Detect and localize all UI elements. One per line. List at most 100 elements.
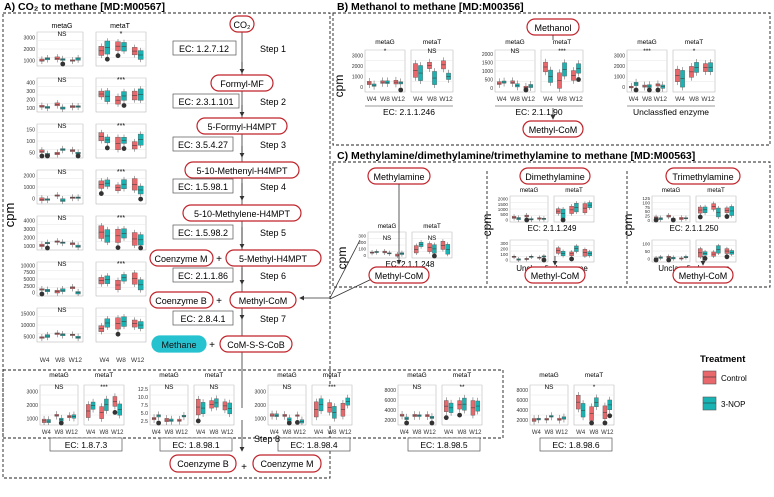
a-bottom4-sig-metag: NS xyxy=(544,384,554,391)
c1-1-tick: 0 xyxy=(505,257,508,262)
a-bottom4-tick: 4000 xyxy=(516,408,528,414)
a-bottom3-header-metat: metaT xyxy=(453,372,471,379)
a-bottom1-tick: 7.5 xyxy=(141,403,148,409)
panel-c-frame xyxy=(332,161,771,288)
a-bottom1-metag-xtick: W4 xyxy=(152,430,162,436)
a-bottom1-sig-metag: NS xyxy=(164,384,174,391)
a-bottom3-tick: 2000 xyxy=(384,418,396,424)
ec-1.2.7.12: EC: 1.2.7.12 xyxy=(179,44,229,54)
ec-1.5.98.2: EC: 1.5.98.2 xyxy=(178,228,228,238)
legend-title: Treatment xyxy=(700,354,746,365)
c0-0-sig-metag: NS xyxy=(383,235,392,242)
c2-0-metag-outlier xyxy=(670,217,676,223)
a-bottom3-metag-xtick: W8 xyxy=(413,430,423,436)
b1-ec: EC: 2.1.1.90 xyxy=(515,107,563,117)
c1-1-tick: 100 xyxy=(500,252,508,257)
a-row2-tick: 150 xyxy=(26,128,35,134)
a-row0-tick: 3000 xyxy=(23,36,35,42)
b1-tick: 500 xyxy=(485,77,494,83)
a-bottom0-metat-xtick: W12 xyxy=(111,430,124,436)
a-row3-tick: 2000 xyxy=(23,174,35,180)
b0-tick: 0 xyxy=(360,85,363,91)
b1-sig-metag: NS xyxy=(510,48,520,55)
step-7: Step 7 xyxy=(260,314,286,324)
a-bottom2-tick: 3000 xyxy=(254,390,266,396)
bottom-enzymes-frame xyxy=(2,369,504,439)
b0-header-metag: metaG xyxy=(375,39,395,46)
c1-0-metag-outlier xyxy=(524,217,530,223)
a-bottom1-header-metat: metaT xyxy=(205,372,223,379)
ec-3.5.4.27: EC: 3.5.4.27 xyxy=(178,140,228,150)
b1-metag-xtick: W12 xyxy=(522,96,536,103)
b2-ec: Unclassfied enzyme xyxy=(633,107,709,117)
a-bottom3-tick: 8000 xyxy=(384,388,396,394)
a-bottom3-metat-xtick: W12 xyxy=(469,430,482,436)
node-coenzyme-m-final-label: Coenzyme M xyxy=(260,459,313,469)
b0-metat-xtick: W12 xyxy=(439,96,453,103)
a-row1-sig-metat: *** xyxy=(117,77,125,84)
a-bottom2-tick: 2000 xyxy=(254,403,266,409)
a-row3-sig-metat: *** xyxy=(117,169,125,176)
a-bottom1-metat-xtick: W12 xyxy=(221,430,234,436)
c2-0-tick: 0 xyxy=(647,218,650,223)
c-ylabel: cpm xyxy=(335,247,349,270)
a-bottom2-metag-outlier xyxy=(286,420,292,426)
ec-2.1.1.86: EC: 2.1.1.86 xyxy=(178,271,228,281)
a-row1-tick: 300 xyxy=(26,89,35,95)
node-coenzyme-m-final xyxy=(252,454,322,473)
a-bottom1-header-metag: metaG xyxy=(159,372,179,379)
b0-sig-metag: * xyxy=(384,48,387,55)
a-bottom2-metag-outlier xyxy=(294,420,300,425)
node-coenzyme-b-label: Coenzyme B xyxy=(155,296,207,306)
c-node-trimethylamine-label: Trimethylamine xyxy=(672,172,733,182)
b2-header-metat: metaT xyxy=(685,39,703,46)
node-5-10-methylene-label: 5-10-Methylene-H4MPT xyxy=(194,209,291,219)
node-5-methyl-h4mpt-label: 5-Methyl-H4MPT xyxy=(239,254,308,264)
legend-label-control: Control xyxy=(721,374,747,383)
a-row2-sig-metag: NS xyxy=(57,123,67,130)
c2-0-tick: 25 xyxy=(645,214,651,219)
a-bottom2-metag-xtick: W12 xyxy=(293,430,306,436)
c-node-trimethylamine-product xyxy=(672,266,734,284)
a-bottom0-header-metag: metaG xyxy=(49,372,69,379)
node-methane-label: Methane xyxy=(161,340,196,350)
a-bottom4-metat-outlier xyxy=(607,413,613,419)
a-bottom0-metat-outlier xyxy=(112,409,118,415)
a-bottom4-metat-outlier xyxy=(602,420,608,426)
node-coenzyme-b xyxy=(149,291,214,309)
a-row2-metag-outlier xyxy=(75,153,81,159)
c0-0-tick: 100 xyxy=(358,246,366,251)
b1-sig-metat: *** xyxy=(558,48,566,55)
a-row1-metat-outlier xyxy=(121,103,127,108)
legend-swatch-3nop xyxy=(702,396,717,411)
a-bottom0-metag-xtick: W12 xyxy=(65,430,78,436)
a-bottom2-sig-metat: *** xyxy=(328,384,336,391)
a-row0-tick: 1000 xyxy=(23,58,35,64)
a-row4-tick: 1000 xyxy=(23,244,35,250)
a-row4-tick: 4000 xyxy=(23,218,35,224)
c2-1-metag-outlier xyxy=(653,257,659,263)
a-row4-tick: 3000 xyxy=(23,227,35,233)
a-bottom0-ec-box xyxy=(49,437,123,452)
b-node-methyl-com-label: Methyl-CoM xyxy=(529,125,578,135)
a-bottom0-metag-xtick: W4 xyxy=(42,430,52,436)
a-row5-metag-outlier xyxy=(39,291,45,297)
a-bottom3-metat-xtick: W4 xyxy=(444,430,454,436)
b1-metat-xtick: W4 xyxy=(543,96,553,103)
b-node-methyl-com xyxy=(522,120,584,138)
a-bottom4-ec-box xyxy=(539,437,613,452)
a-bottom0-header-metat: metaT xyxy=(95,372,113,379)
a-row6-sig-metag: NS xyxy=(57,307,67,314)
a-bottom4-tick: 6000 xyxy=(516,398,528,404)
node-methyl-com-label: Methyl-CoM xyxy=(239,296,288,306)
a-bottom0-sig-metat: *** xyxy=(100,384,108,391)
a-row2-metag-outlier xyxy=(45,153,50,159)
a-row5-tick: 7500 xyxy=(23,270,35,276)
c1-1-tick: 300 xyxy=(500,241,508,246)
a-bottom1-metat-xtick: W4 xyxy=(196,430,206,436)
a-bottom4-metag-xtick: W12 xyxy=(555,430,568,436)
c-node-dimethylamine xyxy=(519,167,591,185)
b0-metag-xtick: W8 xyxy=(380,96,390,103)
a-bottom1-tick: 2.5 xyxy=(141,419,148,425)
node-5-methyl-h4mpt xyxy=(225,249,322,267)
